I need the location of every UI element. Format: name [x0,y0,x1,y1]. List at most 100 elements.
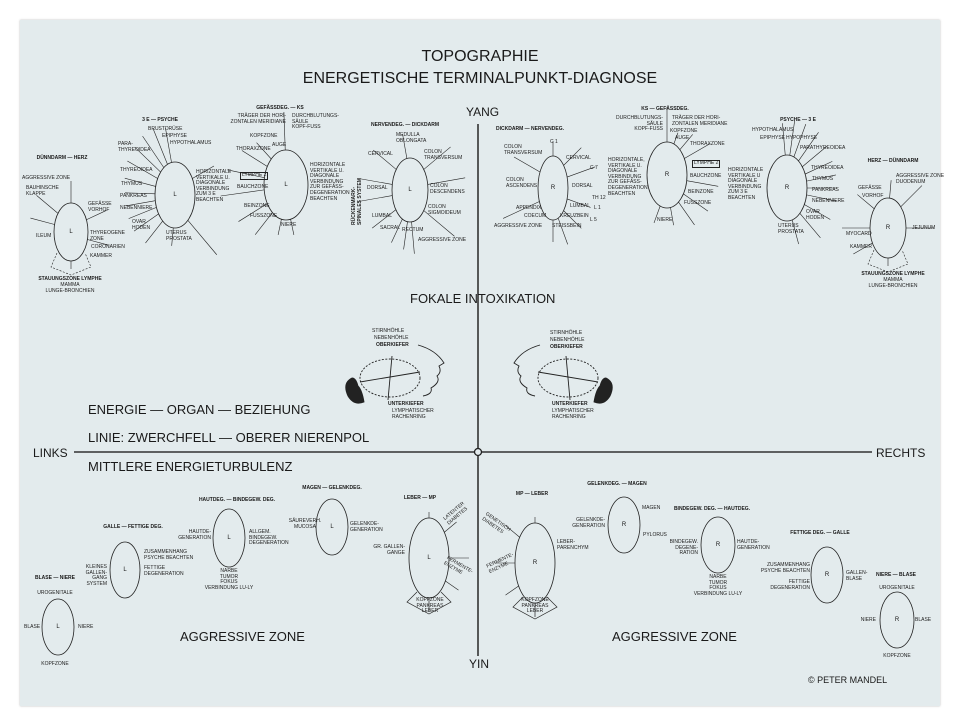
diagram-title: GELENKDEG. — MAGEN [587,481,647,487]
spoke-line [683,193,709,212]
organ-label: NARBE TUMOR FOKUS VERBINDUNG LU-LY [204,568,254,591]
organ-label: HORIZONTALE VERTIKALE U DIAGONALE VERBIN… [728,167,764,201]
spoke-line [371,209,397,229]
aggressive-zone-left-label: AGGRESSIVE ZONE [180,629,305,644]
spoke-line [782,123,786,156]
organ-label: COLON SIGMOIDEUM [428,204,461,216]
spoke-line [857,194,875,209]
organ-label: GALLEN- BLASE [846,570,868,582]
diagram-title: HAUTDEG. — BINDEGEW. DEG. [198,497,276,503]
organ-label: L 1 [594,205,601,211]
axis-label-yang: YANG [466,105,500,119]
spoke-line [557,217,568,245]
side-letter: L [69,229,73,235]
organ-label: HORIZONTALE VERTIKALE U. DIAGONALE VERBI… [310,162,350,202]
organ-label: THYMUS [812,176,834,182]
organ-label: FUSSZONE [684,200,712,206]
organ-ellipse [315,498,349,556]
spoke-line [145,220,163,244]
organ-label: ILEUM [36,233,52,239]
head-left-unterkiefer: UNTERKIEFER [388,401,424,407]
spoke-line [802,145,828,168]
spoke-line [124,177,156,187]
organ-label: C 7 [590,165,598,171]
organ-label: COLON DESCENDENS [430,183,465,195]
spoke-line [563,147,582,166]
organ-label: STAUUNGSZONE LYMPHE [861,271,925,277]
organ-label: CERVICAL [368,151,393,157]
organ-label: SACRAL [380,225,401,231]
organ-label: NARBE TUMOR FOKUS VERBINDUNG LU-LY [693,574,743,597]
side-letter: R [550,185,556,191]
diagram-title: 3 E — PSYCHE [142,117,178,123]
organ-label: THORAXZONE [690,141,725,147]
diagram-title: GALLE — FETTIGE DEG. [103,524,163,530]
spoke-line [444,521,457,533]
organ-label: NEBENNIERE [120,205,153,211]
spoke-line [86,210,107,221]
organ-label: GR. GALLEN- GANGE [373,544,405,556]
page-title-line-2: ENERGETISCHE TERMINALPUNKT-DIAGNOSE [302,70,658,87]
diagram-title: NERVENDEG. — DICKDARM [371,122,439,128]
energie-organ-label: ENERGIE — ORGAN — BEZIEHUNG [88,402,311,417]
organ-label: BEINZONE [244,203,270,209]
spoke-line [791,219,799,245]
organ-label: THYREOIDEA [811,165,844,171]
organ-label: HYPOTHALAMUS [752,127,794,133]
organ-ellipse [212,508,246,568]
spoke-line [503,201,540,219]
organ-label: ZUSAMMENHANG PSYCHE BEACHTEN [760,562,810,574]
organ-label: KOPFZONE [250,133,278,139]
organ-label: PANKREAS [120,193,147,199]
organ-label: LUNGE-BRONCHIEN [868,283,918,289]
organ-label: KOPFZONE [41,661,69,667]
spoke-line [673,132,679,145]
organ-label: MAMMA [60,282,80,288]
spoke-line [290,219,295,235]
organ-label: OVAR HODEN [132,219,151,231]
head-right-stirnhoehle: STIRNHÖHLE [550,330,583,336]
spoke-line [171,227,174,246]
spoke-line [505,585,519,596]
origin-circle [473,447,483,457]
diagram-title: BINDEGEW. DEG. — HAUTDEG. [673,506,751,512]
organ-label: MAMMA [883,277,903,283]
spoke-line [256,142,272,160]
organ-label: AUGE [272,142,287,148]
organ-label: MYOCARD [846,231,872,237]
spoke-line [423,210,455,237]
spoke-line [357,195,393,202]
spoke-line [220,189,265,197]
spoke-line [513,156,541,173]
organ-label: RECTUM [402,227,424,233]
chart-sheet [20,20,940,706]
organ-ellipse [109,541,141,599]
organ-label: THYMUS [121,181,143,187]
organ-label: STAUUNGSZONE LYMPHE [38,276,102,282]
organ-label: OVAR HODEN [806,209,825,221]
spoke-line [684,143,711,159]
spoke-line [670,207,674,226]
organ-label: LYMPHE 2 [692,160,721,168]
head-right-rachenring: LYMPHATISCHER RACHENRING [552,408,594,420]
spoke-line [900,185,923,207]
spoke-line [853,242,873,255]
organ-ellipse [607,496,641,554]
organ-label: KREUZBEIN [560,213,589,219]
organ-label: L 5 [590,217,597,223]
organ-ellipse [879,591,915,649]
lymph-zone-box [50,252,92,276]
spoke-line [423,146,451,170]
linie-zwerchfell-label: LINIE: ZWERCHFELL — OBERER NIERENPOL [88,430,370,445]
organ-label: AGGRESSIVE ZONE [22,175,71,181]
spoke-line [227,169,265,179]
spoke-line [678,201,695,226]
spoke-line [563,210,582,229]
diagram-title: GEFÄSSDEG. — KS [256,105,304,111]
spoke-line [187,220,218,255]
side-letter: L [408,187,412,193]
side-letter: R [621,522,627,528]
copyright-label: © PETER MANDEL [808,675,888,685]
organ-label: DURCHBLUTUNGS- SÄULE KOPF-FUSS [616,115,663,133]
fokale-intoxikation-label: FOKALE INTOXIKATION [410,291,556,306]
